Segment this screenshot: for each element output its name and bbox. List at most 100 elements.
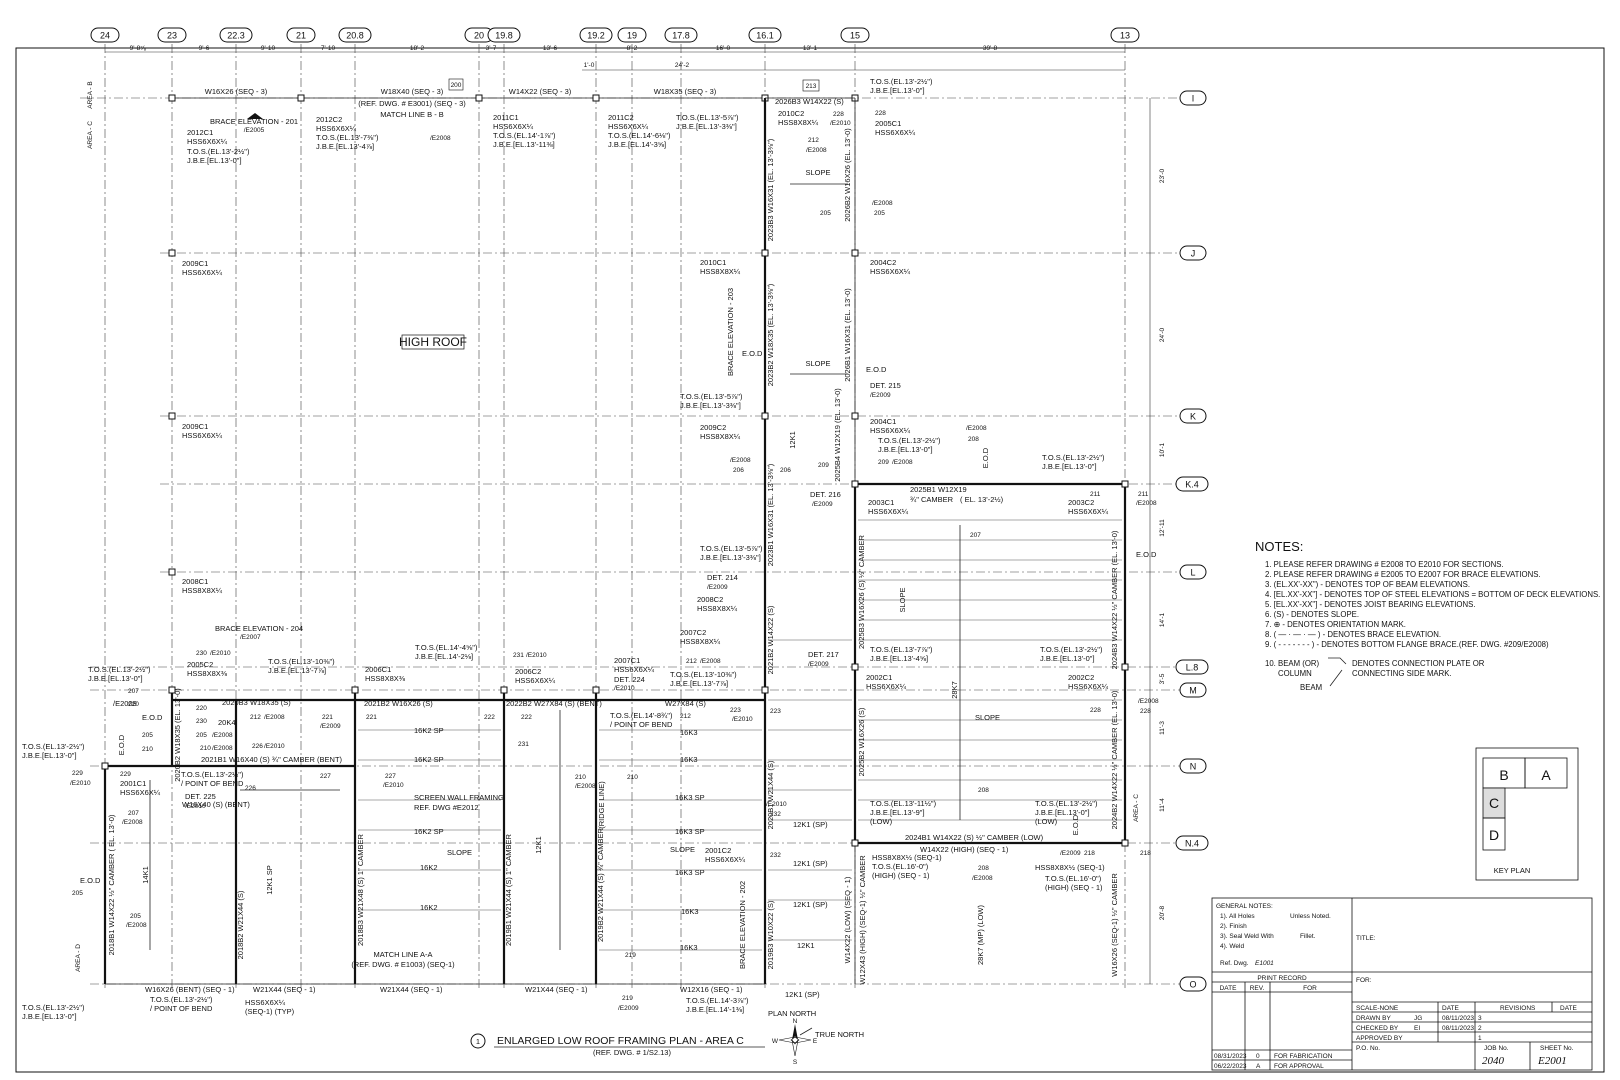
svg-text:T.O.S.(EL.16'-0"): T.O.S.(EL.16'-0") [872, 862, 929, 871]
svg-text:207: 207 [128, 688, 139, 695]
svg-text:E.O.D: E.O.D [1071, 814, 1080, 835]
svg-text:/E2010: /E2010 [70, 780, 91, 787]
svg-text:2003C2: 2003C2 [1068, 498, 1094, 507]
svg-text:2011C2: 2011C2 [608, 113, 634, 122]
svg-text:FOR FABRICATION: FOR FABRICATION [1274, 1053, 1333, 1060]
svg-text:HSS6X6X¼: HSS6X6X¼ [875, 128, 916, 137]
svg-text:FOR: FOR [1303, 985, 1317, 992]
beam-2025b1: 2025B1 W12X19 [910, 485, 967, 494]
svg-text:219: 219 [622, 995, 633, 1002]
svg-text:J.B.E.[EL.13'-0"]: J.B.E.[EL.13'-0"] [1042, 462, 1097, 471]
svg-text:E.O.D: E.O.D [742, 349, 763, 358]
svg-text:211: 211 [1138, 491, 1149, 498]
beam-2024b1: 2024B1 W14X22 (S) ½" CAMBER (LOW) [905, 833, 1044, 842]
svg-text:J.B.E.[EL.14'-3⅝]: J.B.E.[EL.14'-3⅝] [608, 140, 666, 149]
svg-text:208: 208 [978, 865, 989, 872]
key-plan: B A C D KEY PLAN [1475, 747, 1579, 881]
row-bubble-O: O [1189, 980, 1196, 990]
svg-text:208: 208 [968, 436, 979, 443]
svg-text:2. PLEASE REFER DRAWING # E200: 2. PLEASE REFER DRAWING # E2005 TO E2007… [1265, 570, 1541, 579]
svg-text:/E2010: /E2010 [383, 782, 404, 789]
svg-text:210: 210 [627, 774, 638, 781]
svg-text:SLOPE: SLOPE [447, 848, 472, 857]
svg-text:231: 231 [518, 741, 529, 748]
svg-text:EI: EI [1414, 1025, 1420, 1032]
svg-text:T.O.S.(EL.13'-2½"): T.O.S.(EL.13'-2½") [187, 147, 250, 156]
svg-text:210: 210 [200, 745, 211, 752]
svg-text:/E2009: /E2009 [808, 661, 829, 668]
svg-text:/E2008: /E2008 [966, 425, 987, 432]
beam-2019b2: 2019B2 W21X44 (S) ¾" CAMBER [596, 827, 605, 942]
svg-text:16K3 SP: 16K3 SP [675, 793, 705, 802]
svg-text:2010C2: 2010C2 [778, 109, 804, 118]
svg-text:/E2009: /E2009 [812, 501, 833, 508]
svg-text:218: 218 [1084, 850, 1095, 857]
svg-text:1). All Holes: 1). All Holes [1220, 913, 1255, 920]
svg-text:P.O. No.: P.O. No. [1356, 1045, 1380, 1052]
svg-text:2004C2: 2004C2 [870, 258, 896, 267]
column-bubbles: 24 23 22.3 21 20.8 20 19.8 19.2 19 17.8 … [90, 27, 1140, 43]
svg-text:J.B.E.[EL.13'-0"]: J.B.E.[EL.13'-0"] [22, 751, 77, 760]
beam-2023b2: 2023B2 W18X35 (EL. 13'-3⅜") [766, 283, 775, 386]
svg-text:1: 1 [476, 1037, 480, 1046]
svg-text:DENOTES CONNECTION PLATE OR: DENOTES CONNECTION PLATE OR [1352, 659, 1485, 668]
svg-text:205: 205 [130, 913, 141, 920]
svg-text:(LOW): (LOW) [870, 817, 893, 826]
svg-text:3'-7: 3'-7 [486, 45, 497, 52]
svg-text:REV.: REV. [1250, 985, 1265, 992]
svg-text:2009C2: 2009C2 [700, 423, 726, 432]
column-dimension-string: 9'-8⁷⁄₈ 9'-6 9'-10 7'-10 18'-2 3'-7 13'-… [105, 45, 1125, 71]
svg-text:12K1 (SP): 12K1 (SP) [793, 820, 828, 829]
svg-text:209: 209 [818, 462, 829, 469]
svg-text:212: 212 [250, 714, 261, 721]
svg-text:2: 2 [1478, 1025, 1482, 1032]
svg-text:DATE: DATE [1442, 1005, 1460, 1012]
svg-text:229: 229 [120, 771, 131, 778]
svg-text:/E2009: /E2009 [1060, 850, 1081, 857]
svg-text:HSS8X8X¼: HSS8X8X¼ [700, 267, 741, 276]
svg-text:SLOPE: SLOPE [805, 359, 830, 368]
key-plan-b: B [1499, 767, 1508, 783]
svg-text:1. PLEASE REFER DRAWING # E200: 1. PLEASE REFER DRAWING # E2008 TO E2010… [1265, 560, 1504, 569]
beam-2023b1: 2023B1 W16X31 (EL. 13'-3⅜") [766, 463, 775, 566]
svg-text:GENERAL NOTES:: GENERAL NOTES: [1216, 903, 1273, 910]
svg-text:HSS6X6X¼: HSS6X6X¼ [1068, 507, 1109, 516]
svg-text:0: 0 [1256, 1053, 1260, 1060]
svg-text:/E2008: /E2008 [892, 459, 913, 466]
svg-text:T.O.S.(EL.13'-2½"): T.O.S.(EL.13'-2½") [150, 995, 213, 1004]
svg-text:4. [EL.XX'-XX"] - DENOTES TOP: 4. [EL.XX'-XX"] - DENOTES TOP OF STEEL E… [1265, 590, 1600, 599]
svg-text:229: 229 [72, 770, 83, 777]
svg-text:T.O.S.(EL.14'-4⅝"): T.O.S.(EL.14'-4⅝") [415, 643, 478, 652]
svg-text:J.B.E.[EL.13'-4⅝]: J.B.E.[EL.13'-4⅝] [870, 654, 928, 663]
svg-text:11'-4: 11'-4 [1159, 798, 1166, 812]
key-plan-d: D [1489, 827, 1499, 843]
svg-text:T.O.S.(EL.13'-5⅞"): T.O.S.(EL.13'-5⅞") [700, 544, 763, 553]
svg-text:T.O.S.(EL.13'-2½"): T.O.S.(EL.13'-2½") [878, 436, 941, 445]
svg-text:W12X43 (HIGH) (SEQ-1) ½" CAMBE: W12X43 (HIGH) (SEQ-1) ½" CAMBER [858, 855, 867, 985]
svg-text:E.O.D: E.O.D [981, 447, 990, 468]
plan-title-text: ENLARGED LOW ROOF FRAMING PLAN - AREA C [497, 1035, 744, 1047]
svg-text:2012C2: 2012C2 [316, 115, 342, 124]
svg-text:226: 226 [252, 743, 263, 750]
svg-text:2002C2: 2002C2 [1068, 673, 1094, 682]
svg-text:/E2010: /E2010 [185, 803, 206, 810]
svg-text:205: 205 [874, 210, 885, 217]
svg-text:3). Seal Weld With: 3). Seal Weld With [1220, 933, 1274, 940]
svg-text:N: N [793, 1018, 798, 1025]
svg-text:/E2007: /E2007 [240, 634, 261, 641]
svg-text:16K2: 16K2 [420, 863, 438, 872]
key-plan-c: C [1489, 795, 1499, 811]
svg-text:HSS6X6X¼: HSS6X6X¼ [187, 137, 228, 146]
svg-text:SLOPE: SLOPE [898, 587, 907, 612]
col-bubble-17-8: 17.8 [672, 31, 690, 41]
svg-text:220: 220 [196, 705, 207, 712]
svg-text:16K2: 16K2 [420, 903, 438, 912]
col-bubble-20: 20 [474, 31, 484, 41]
svg-text:J.B.E.[EL.13'-0"]: J.B.E.[EL.13'-0"] [88, 674, 143, 683]
svg-text:2009C1: 2009C1 [182, 422, 208, 431]
svg-text:HSS8X8X¼: HSS8X8X¼ [182, 586, 223, 595]
svg-text:231: 231 [513, 652, 524, 659]
svg-text:18'-2: 18'-2 [410, 45, 425, 52]
svg-text:E.O.D: E.O.D [1136, 550, 1157, 559]
col-bubble-19-2: 19.2 [587, 31, 605, 41]
